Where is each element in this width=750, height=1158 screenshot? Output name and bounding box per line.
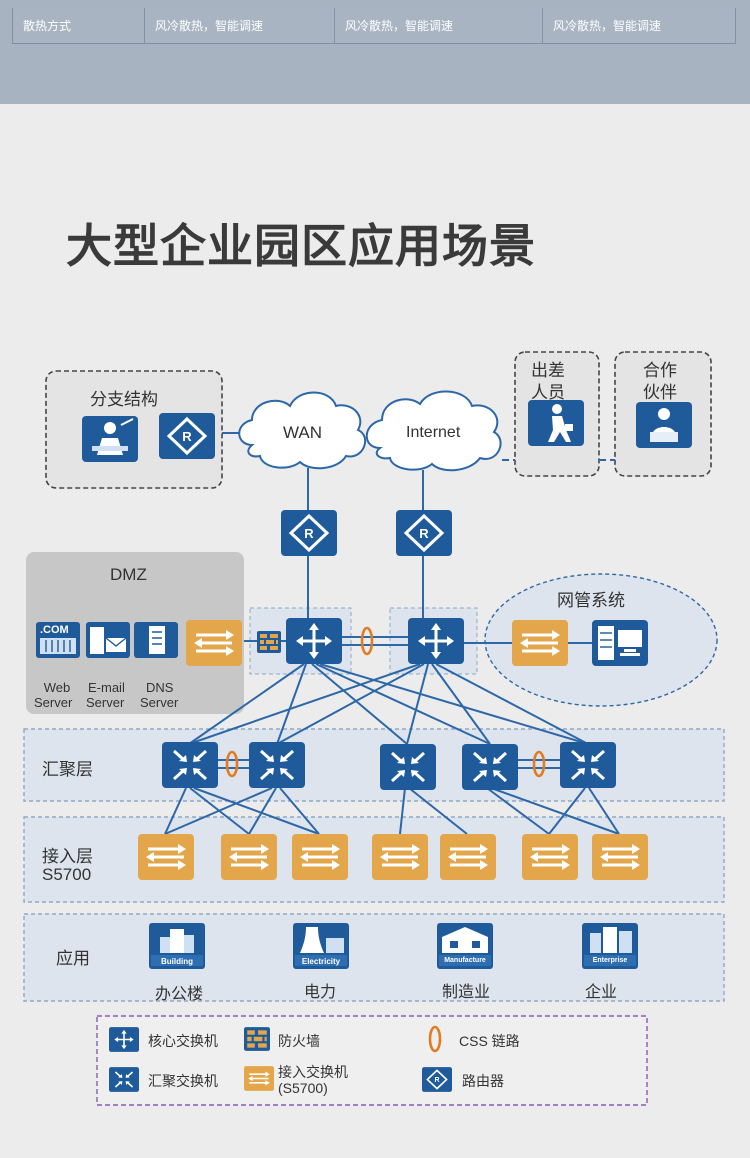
agg-switch-1-icon (162, 742, 218, 788)
access-switch-3-icon (292, 834, 348, 880)
nms-label: 网管系统 (557, 591, 625, 610)
application-layer-label: 应用 (56, 949, 90, 968)
branch-label: 分支结构 (90, 390, 158, 409)
firewall-icon (257, 631, 281, 653)
partner-label-1: 合作 (643, 361, 677, 380)
access-switch-1-icon (138, 834, 194, 880)
branch-staff-icon (82, 416, 138, 462)
legend-core-switch-label: 核心交换机 (148, 1033, 218, 1049)
web-server-icon (36, 622, 80, 658)
nms-switch-icon (512, 620, 568, 666)
access-layer-label: 接入层 (42, 847, 93, 866)
nms-server-icon (592, 620, 648, 666)
spec-table-row: 散热方式 风冷散热，智能调速 风冷散热，智能调速 风冷散热，智能调速 (12, 8, 736, 44)
legend-agg-switch-icon (109, 1067, 139, 1092)
manufacture-app-icon (437, 923, 493, 969)
legend-firewall-label: 防火墙 (278, 1033, 320, 1049)
css-link-rings (225, 626, 546, 1053)
enterprise-app-label: 企业 (585, 984, 618, 1001)
branch-router-icon (159, 413, 215, 459)
partner-icon (636, 402, 692, 448)
access-switch-7-icon (592, 834, 648, 880)
legend-access-switch-model: (S5700) (278, 1080, 328, 1096)
access-switch-4-icon (372, 834, 428, 880)
aggregation-layer-panel (23, 728, 725, 802)
partner-label-2: 伙伴 (643, 383, 677, 402)
spec-cell-name: 散热方式 (13, 8, 145, 43)
dns-server-label-2: Server (140, 695, 179, 710)
legend-access-switch-icon (244, 1066, 274, 1091)
com-badge: .COM (40, 624, 69, 636)
building-badge: Building (161, 957, 193, 966)
dmz-label: DMZ (110, 565, 147, 584)
network-links (164, 432, 620, 835)
access-layer-model: S5700 (42, 865, 92, 884)
travel-label-1: 出差 (531, 361, 565, 380)
legend-firewall-icon (244, 1027, 270, 1051)
internet-router-icon (396, 510, 452, 556)
web-server-label-1: Web (43, 680, 71, 695)
electricity-app-icon (293, 923, 349, 969)
internet-cloud (365, 390, 502, 472)
wan-cloud (238, 391, 367, 470)
wan-label: WAN (283, 423, 323, 442)
manufacture-badge: Manufacture (444, 957, 486, 964)
agg-switch-4-icon (462, 744, 518, 790)
core-switch-right-icon (408, 618, 464, 664)
agg-switch-3-icon (380, 744, 436, 790)
agg-switch-5-icon (560, 742, 616, 788)
access-switch-6-icon (522, 834, 578, 880)
aggregation-layer-label: 汇聚层 (42, 760, 93, 779)
email-server-icon (86, 622, 130, 658)
legend-access-switch-label: 接入交换机 (278, 1064, 348, 1080)
electricity-badge: Electricity (301, 957, 341, 966)
access-switch-5-icon (440, 834, 496, 880)
email-server-label-1: E-mail (88, 680, 125, 695)
spec-band: 散热方式 风冷散热，智能调速 风冷散热，智能调速 风冷散热，智能调速 (0, 0, 750, 104)
electricity-app-label: 电力 (304, 984, 337, 1001)
dmz-switch-icon (186, 620, 242, 666)
legend-router-label: 路由器 (462, 1073, 504, 1089)
building-app-icon (149, 923, 205, 969)
manufacture-app-label: 制造业 (442, 984, 491, 1001)
travel-label-2: 人员 (531, 383, 565, 402)
spec-cell-value: 风冷散热，智能调速 (145, 8, 335, 43)
travel-staff-icon (528, 400, 584, 446)
access-switch-2-icon (221, 834, 277, 880)
spec-cell-value: 风冷散热，智能调速 (553, 19, 662, 33)
internet-label: Internet (406, 424, 461, 441)
enterprise-badge: Enterprise (592, 957, 628, 964)
core-switch-left-icon (286, 618, 342, 664)
web-server-label-2: Server (34, 695, 73, 710)
legend-agg-switch-label: 汇聚交换机 (148, 1073, 218, 1089)
dns-server-icon (134, 622, 178, 658)
legend-css-link-label: CSS 链路 (459, 1033, 520, 1049)
agg-switch-2-icon (249, 742, 305, 788)
legend-router-icon (422, 1067, 452, 1092)
wan-router-icon (281, 510, 337, 556)
legend-core-switch-icon (109, 1027, 139, 1052)
building-app-label: 办公楼 (155, 986, 204, 1003)
enterprise-app-icon (582, 923, 638, 969)
legend-panel (96, 1015, 648, 1106)
page-title: 大型企业园区应用场景 (66, 220, 536, 272)
email-server-label-2: Server (86, 695, 125, 710)
spec-cell-value: 风冷散热，智能调速 (335, 8, 543, 43)
dns-server-label-1: DNS (146, 680, 174, 695)
